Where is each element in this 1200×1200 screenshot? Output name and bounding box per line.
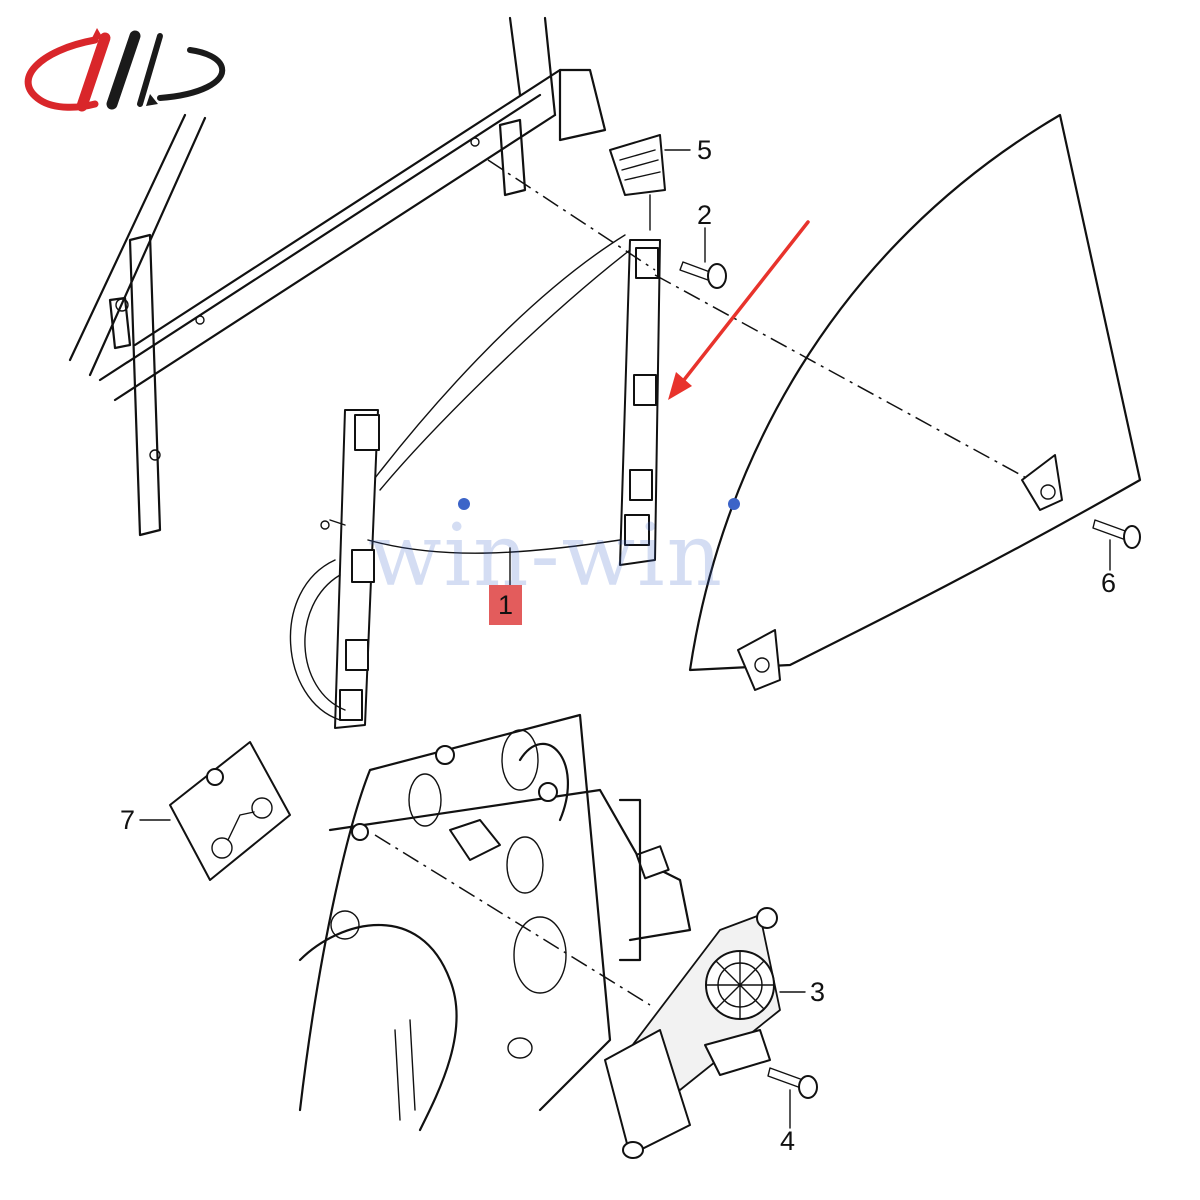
red-pointer-arrow bbox=[668, 220, 810, 400]
part-2-screw bbox=[679, 261, 727, 289]
window-regulator-assembly bbox=[289, 234, 661, 729]
part-3-motor bbox=[604, 907, 781, 1159]
callout-4: 4 bbox=[780, 1126, 795, 1156]
watermark-text: win-win bbox=[368, 506, 724, 606]
part-5-clip bbox=[609, 134, 666, 231]
window-glass bbox=[688, 113, 1142, 691]
brand-logo-icon bbox=[24, 28, 226, 112]
leader-lines bbox=[139, 149, 1111, 1129]
part-7-pad bbox=[169, 741, 291, 881]
door-inner-panel bbox=[298, 713, 692, 1132]
callout-5: 5 bbox=[697, 135, 712, 165]
door-frame bbox=[68, 16, 607, 537]
callout-2: 2 bbox=[697, 200, 712, 230]
callout-3: 3 bbox=[810, 977, 825, 1007]
watermark: win-win bbox=[368, 498, 740, 606]
callout-1: 1 bbox=[498, 590, 513, 620]
callout-1-highlight bbox=[489, 585, 522, 625]
callout-7: 7 bbox=[120, 805, 135, 835]
part-4-screw bbox=[767, 1067, 818, 1099]
callout-6: 6 bbox=[1101, 568, 1116, 598]
part-6-bolt bbox=[1092, 519, 1141, 549]
alignment-lines bbox=[374, 159, 1031, 1006]
